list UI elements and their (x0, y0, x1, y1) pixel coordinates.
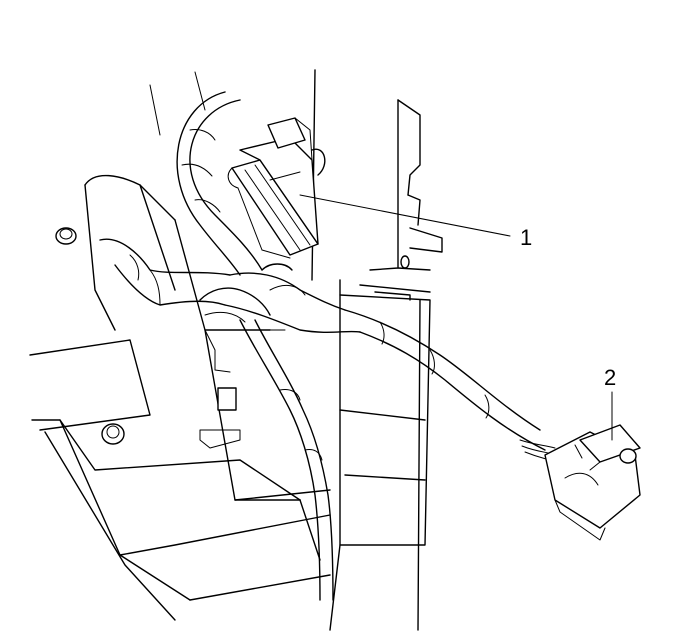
module-component-1 (227, 117, 326, 259)
pillar-hole (400, 255, 410, 269)
left-body-panel (29, 174, 331, 621)
callout-2-label: 2 (604, 365, 616, 390)
wiring-harness (99, 91, 546, 601)
background-lines (149, 71, 206, 136)
callout-1-leader (299, 194, 511, 237)
square-clip (217, 387, 237, 411)
bolt-lower (101, 423, 125, 445)
connector-component-2 (519, 424, 641, 541)
bolt-upper (55, 227, 77, 245)
callout-1-label: 1 (520, 225, 532, 250)
center-pillar (174, 219, 331, 561)
